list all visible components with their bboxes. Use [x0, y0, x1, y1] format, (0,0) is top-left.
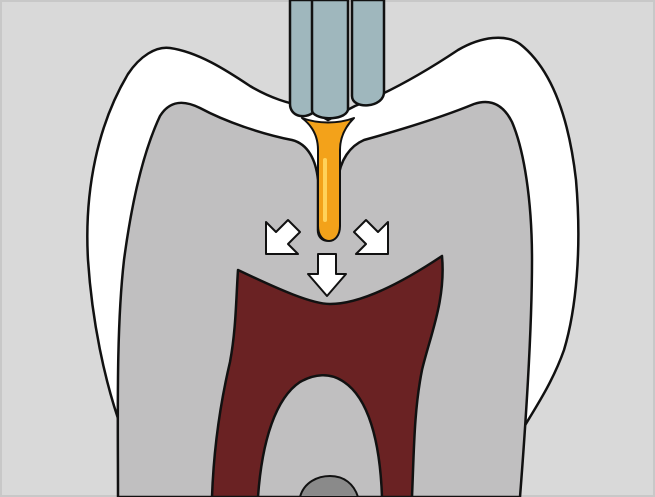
dental-applicator-icon: [290, 0, 384, 118]
